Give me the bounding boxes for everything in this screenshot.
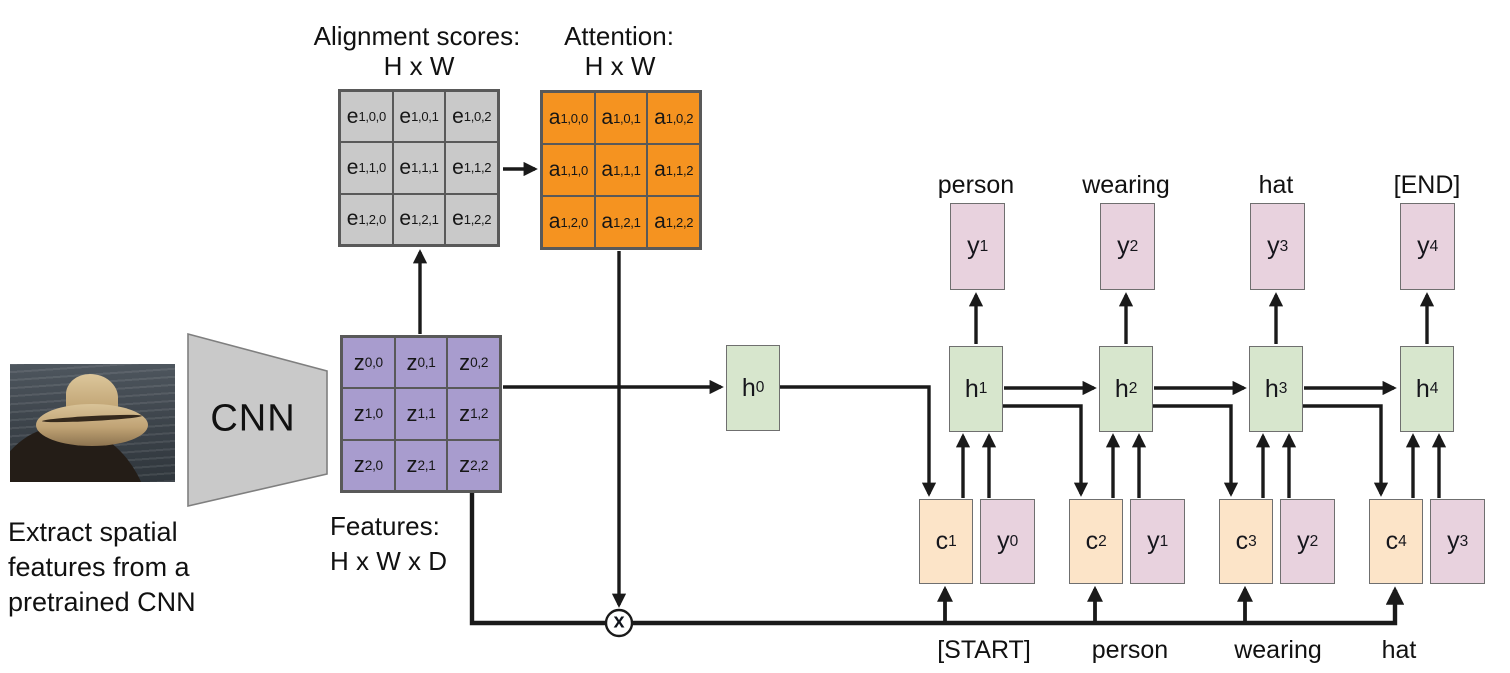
input-photo xyxy=(10,364,175,482)
attention-title: Attention: xyxy=(564,21,674,51)
attention-dims: H x W xyxy=(584,51,656,81)
wire-h3-to-c4 xyxy=(1303,404,1389,497)
features-dims: H x W x D xyxy=(330,546,447,576)
wire-features-feed-line xyxy=(469,492,1405,626)
features-title: Features: xyxy=(330,511,440,541)
input-word-2: person xyxy=(1091,636,1169,664)
wire-h1-to-c2 xyxy=(1003,404,1089,497)
input-word-1: [START] xyxy=(937,636,1031,664)
input-word-4: hat xyxy=(1381,636,1417,664)
photo-caption: Extract spatial features from a pretrain… xyxy=(8,517,196,617)
output-word-4: [END] xyxy=(1393,171,1461,199)
input-word-3: wearing xyxy=(1234,636,1322,664)
wire-h0-to-c1 xyxy=(780,385,937,497)
alignment-dims: H x W xyxy=(383,51,455,81)
multiply-node xyxy=(604,608,634,638)
output-word-2: wearing xyxy=(1082,171,1170,199)
output-word-3: hat xyxy=(1258,171,1294,199)
wire-h2-to-c3 xyxy=(1153,404,1239,497)
output-word-1: person xyxy=(937,171,1015,199)
multiply-symbol: x xyxy=(613,610,625,633)
straw-hat-brim xyxy=(36,404,148,446)
cnn-trapezoid xyxy=(187,332,328,508)
alignment-title: Alignment scores: xyxy=(313,21,521,51)
cnn-label: CNN xyxy=(210,397,296,440)
